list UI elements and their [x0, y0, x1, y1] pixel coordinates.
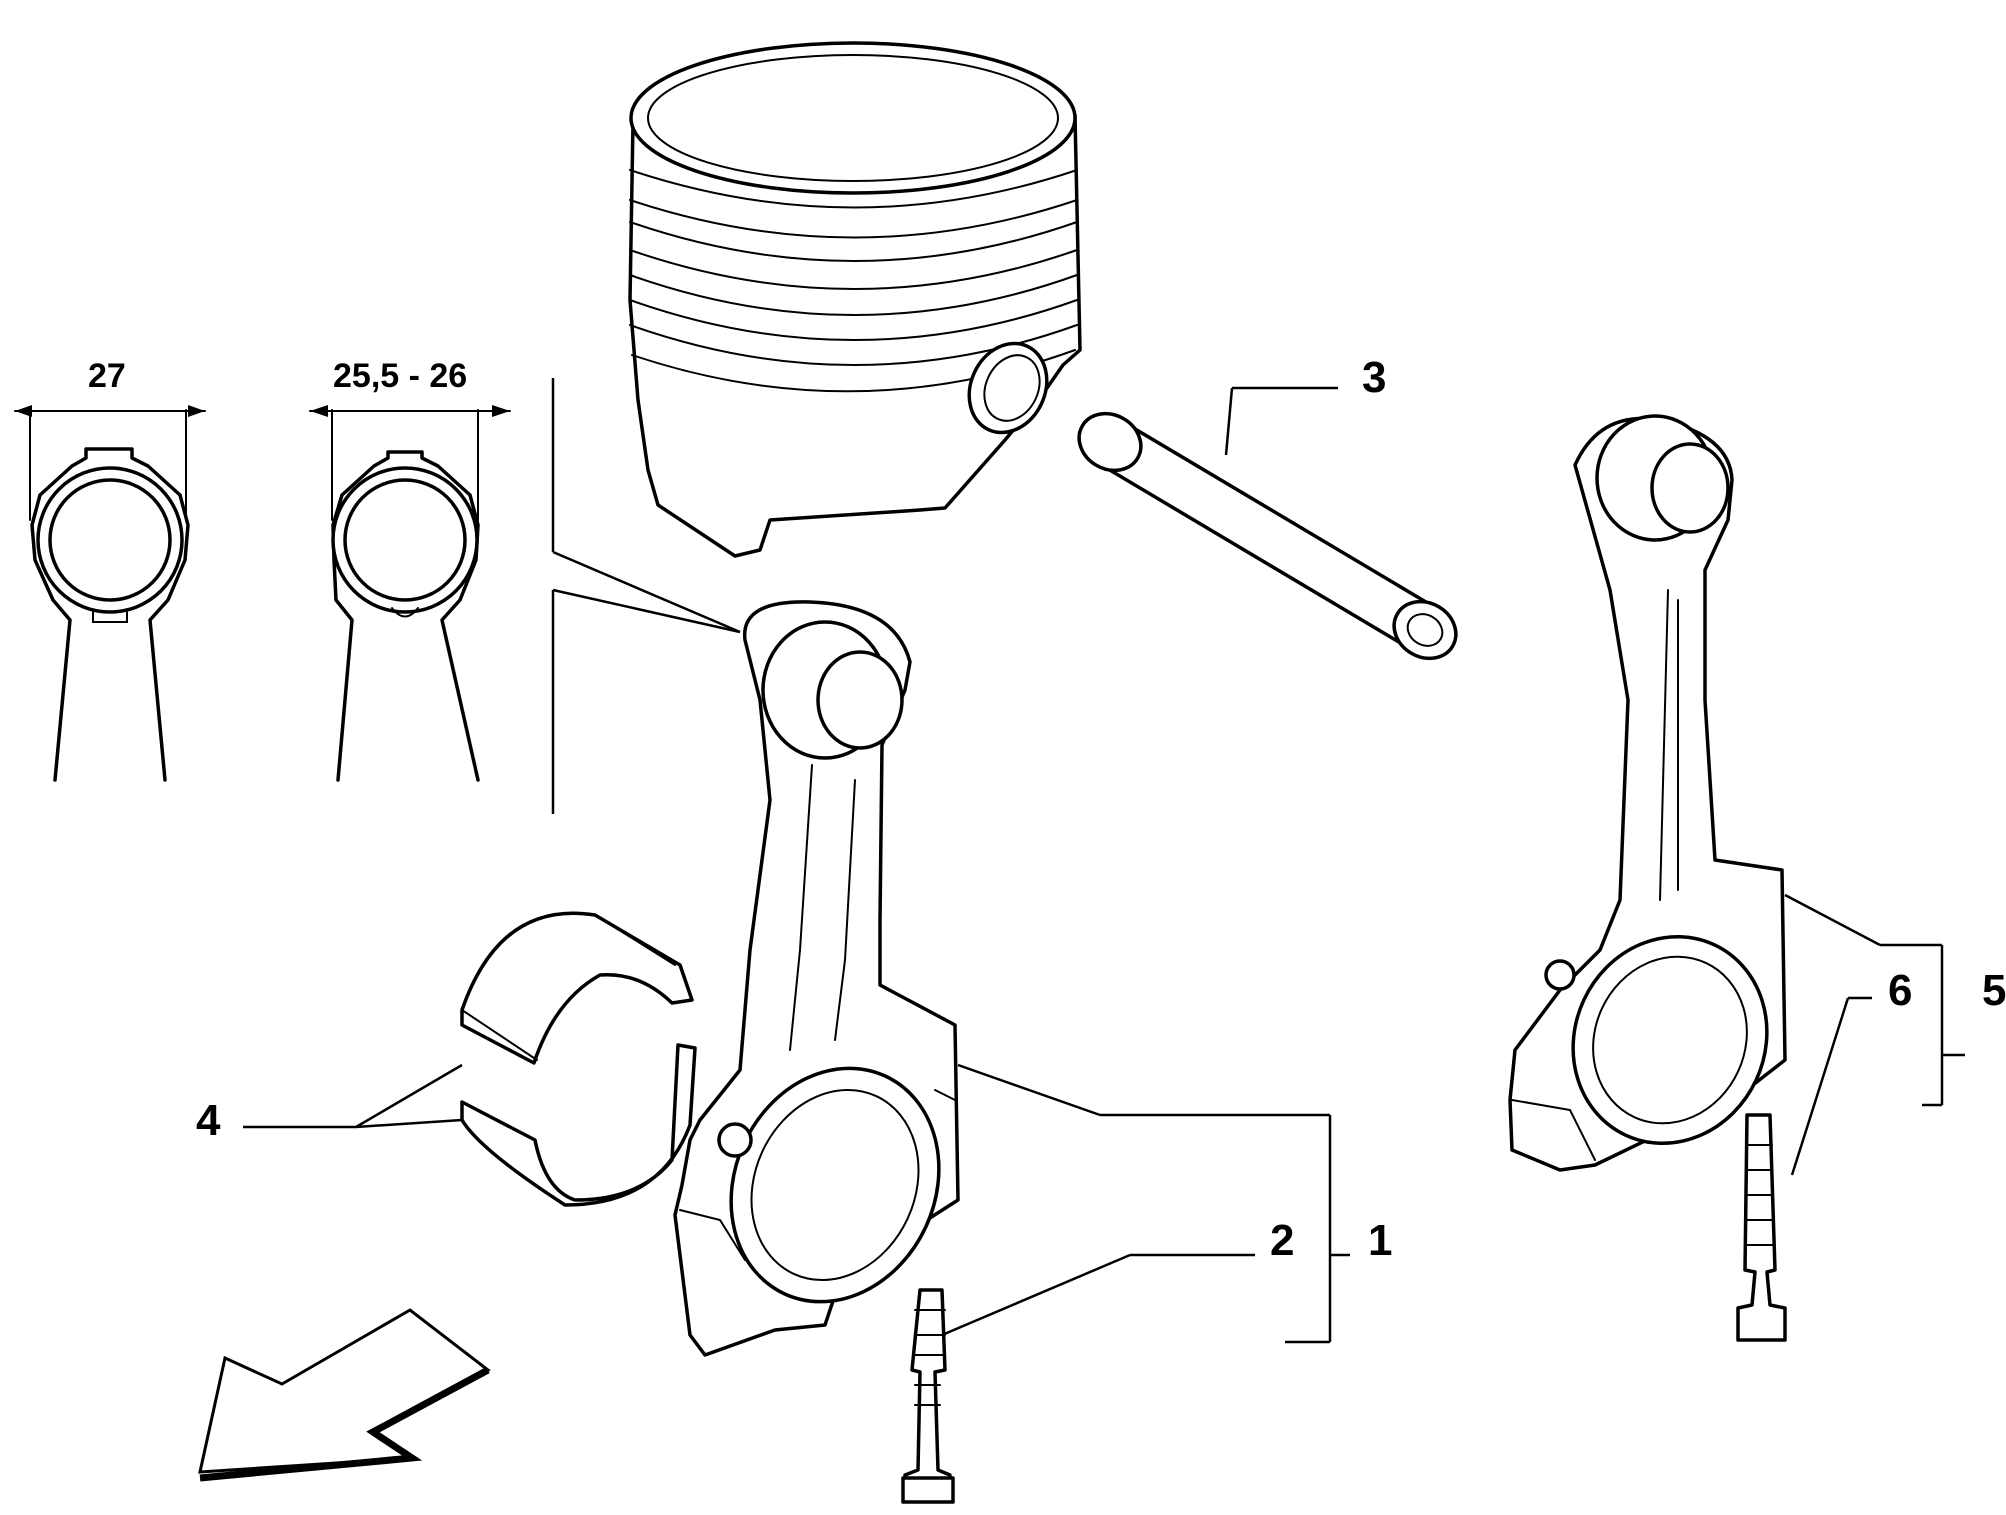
callout-1: 1: [1368, 1216, 1392, 1265]
piston: [628, 41, 1082, 558]
rod-bolt-spare: [1736, 1113, 1787, 1342]
front-direction-arrow: [198, 1308, 491, 1482]
inset-rod-end-27: 27: [14, 357, 206, 782]
inset-bracket: [551, 378, 741, 814]
callout-6: 6: [1888, 966, 1912, 1015]
callout-2: 2: [1270, 1216, 1294, 1265]
dimension-label-27: 27: [88, 357, 126, 395]
callout-4: 4: [196, 1096, 221, 1145]
leader-lines: [243, 386, 1965, 1344]
callout-5: 5: [1982, 966, 2006, 1015]
bearing-shells: [460, 911, 697, 1207]
callout-3: 3: [1362, 353, 1386, 402]
dimension-label-25-5-26: 25,5 - 26: [333, 357, 467, 395]
connecting-rod-main: [673, 600, 960, 1357]
connecting-rod-spare: [1508, 414, 1787, 1172]
inset-rod-end-25-5-26: 25,5 - 26: [309, 357, 511, 782]
wrist-pin: [1077, 411, 1458, 661]
rod-bolt-main: [901, 1288, 955, 1504]
